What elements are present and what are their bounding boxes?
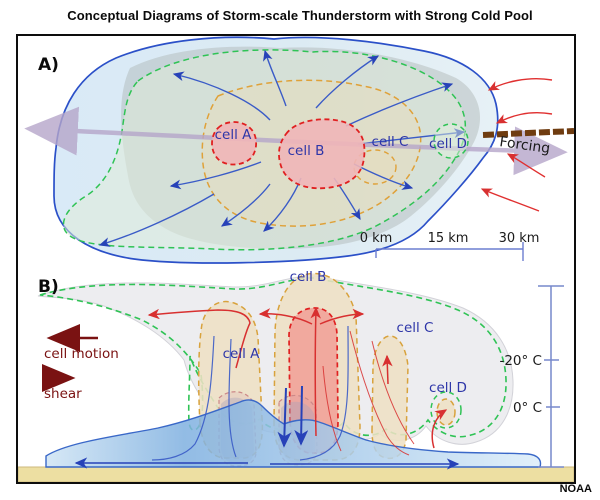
cell-c-label-a: cell C	[372, 134, 409, 150]
forcing-label: Forcing	[498, 134, 551, 157]
cell-c-label-b: cell C	[397, 320, 434, 336]
cell-b-region-a	[278, 118, 366, 190]
cell-d-label-b: cell D	[429, 380, 467, 396]
panel-b-label: B)	[38, 277, 59, 297]
noaa-credit: NOAA	[559, 483, 592, 495]
cell-d-ring	[430, 391, 462, 429]
cell-b-label-b: cell B	[290, 269, 327, 285]
forcing-boundary-bar	[482, 128, 574, 138]
cell-a-label-b: cell A	[223, 346, 261, 362]
cell-d-label-a: cell D	[429, 136, 467, 152]
temp-0-label: 0° C	[513, 400, 542, 416]
diagram-canvas: Forcing 0 km 15 km 30 km A) cell A cell …	[18, 36, 574, 482]
cell-b-label-a: cell B	[288, 143, 325, 159]
panel-b: -20° C 0° C cell motion shear B) cell B …	[18, 269, 574, 482]
cell-d-region-a	[433, 123, 469, 159]
temp-minus20-label: -20° C	[499, 353, 542, 369]
cold-pool-flows	[74, 385, 460, 470]
cell-a-region-a	[211, 121, 258, 166]
updraft-arrows	[147, 306, 448, 449]
shear-label: shear	[44, 386, 82, 402]
scale-bar	[375, 242, 524, 261]
cell-motion-label: cell motion	[44, 346, 119, 362]
panel-a: Forcing 0 km 15 km 30 km A) cell A cell …	[24, 36, 574, 264]
page-title: Conceptual Diagrams of Storm-scale Thund…	[67, 8, 533, 23]
blue-streamlines-b	[151, 325, 349, 461]
ground	[18, 466, 574, 482]
scale-0km: 0 km	[360, 231, 393, 246]
diagram-frame: Forcing 0 km 15 km 30 km A) cell A cell …	[16, 34, 576, 484]
legend-arrows	[41, 323, 98, 393]
panel-a-label: A)	[38, 55, 59, 75]
cell-d-core	[436, 398, 456, 426]
scale-15km: 15 km	[428, 231, 469, 246]
cell-a-label-a: cell A	[215, 127, 253, 143]
precip-streaks	[322, 330, 415, 456]
scale-30km: 30 km	[499, 231, 540, 246]
temperature-scale	[538, 285, 564, 468]
inflow-arrows	[480, 78, 553, 212]
